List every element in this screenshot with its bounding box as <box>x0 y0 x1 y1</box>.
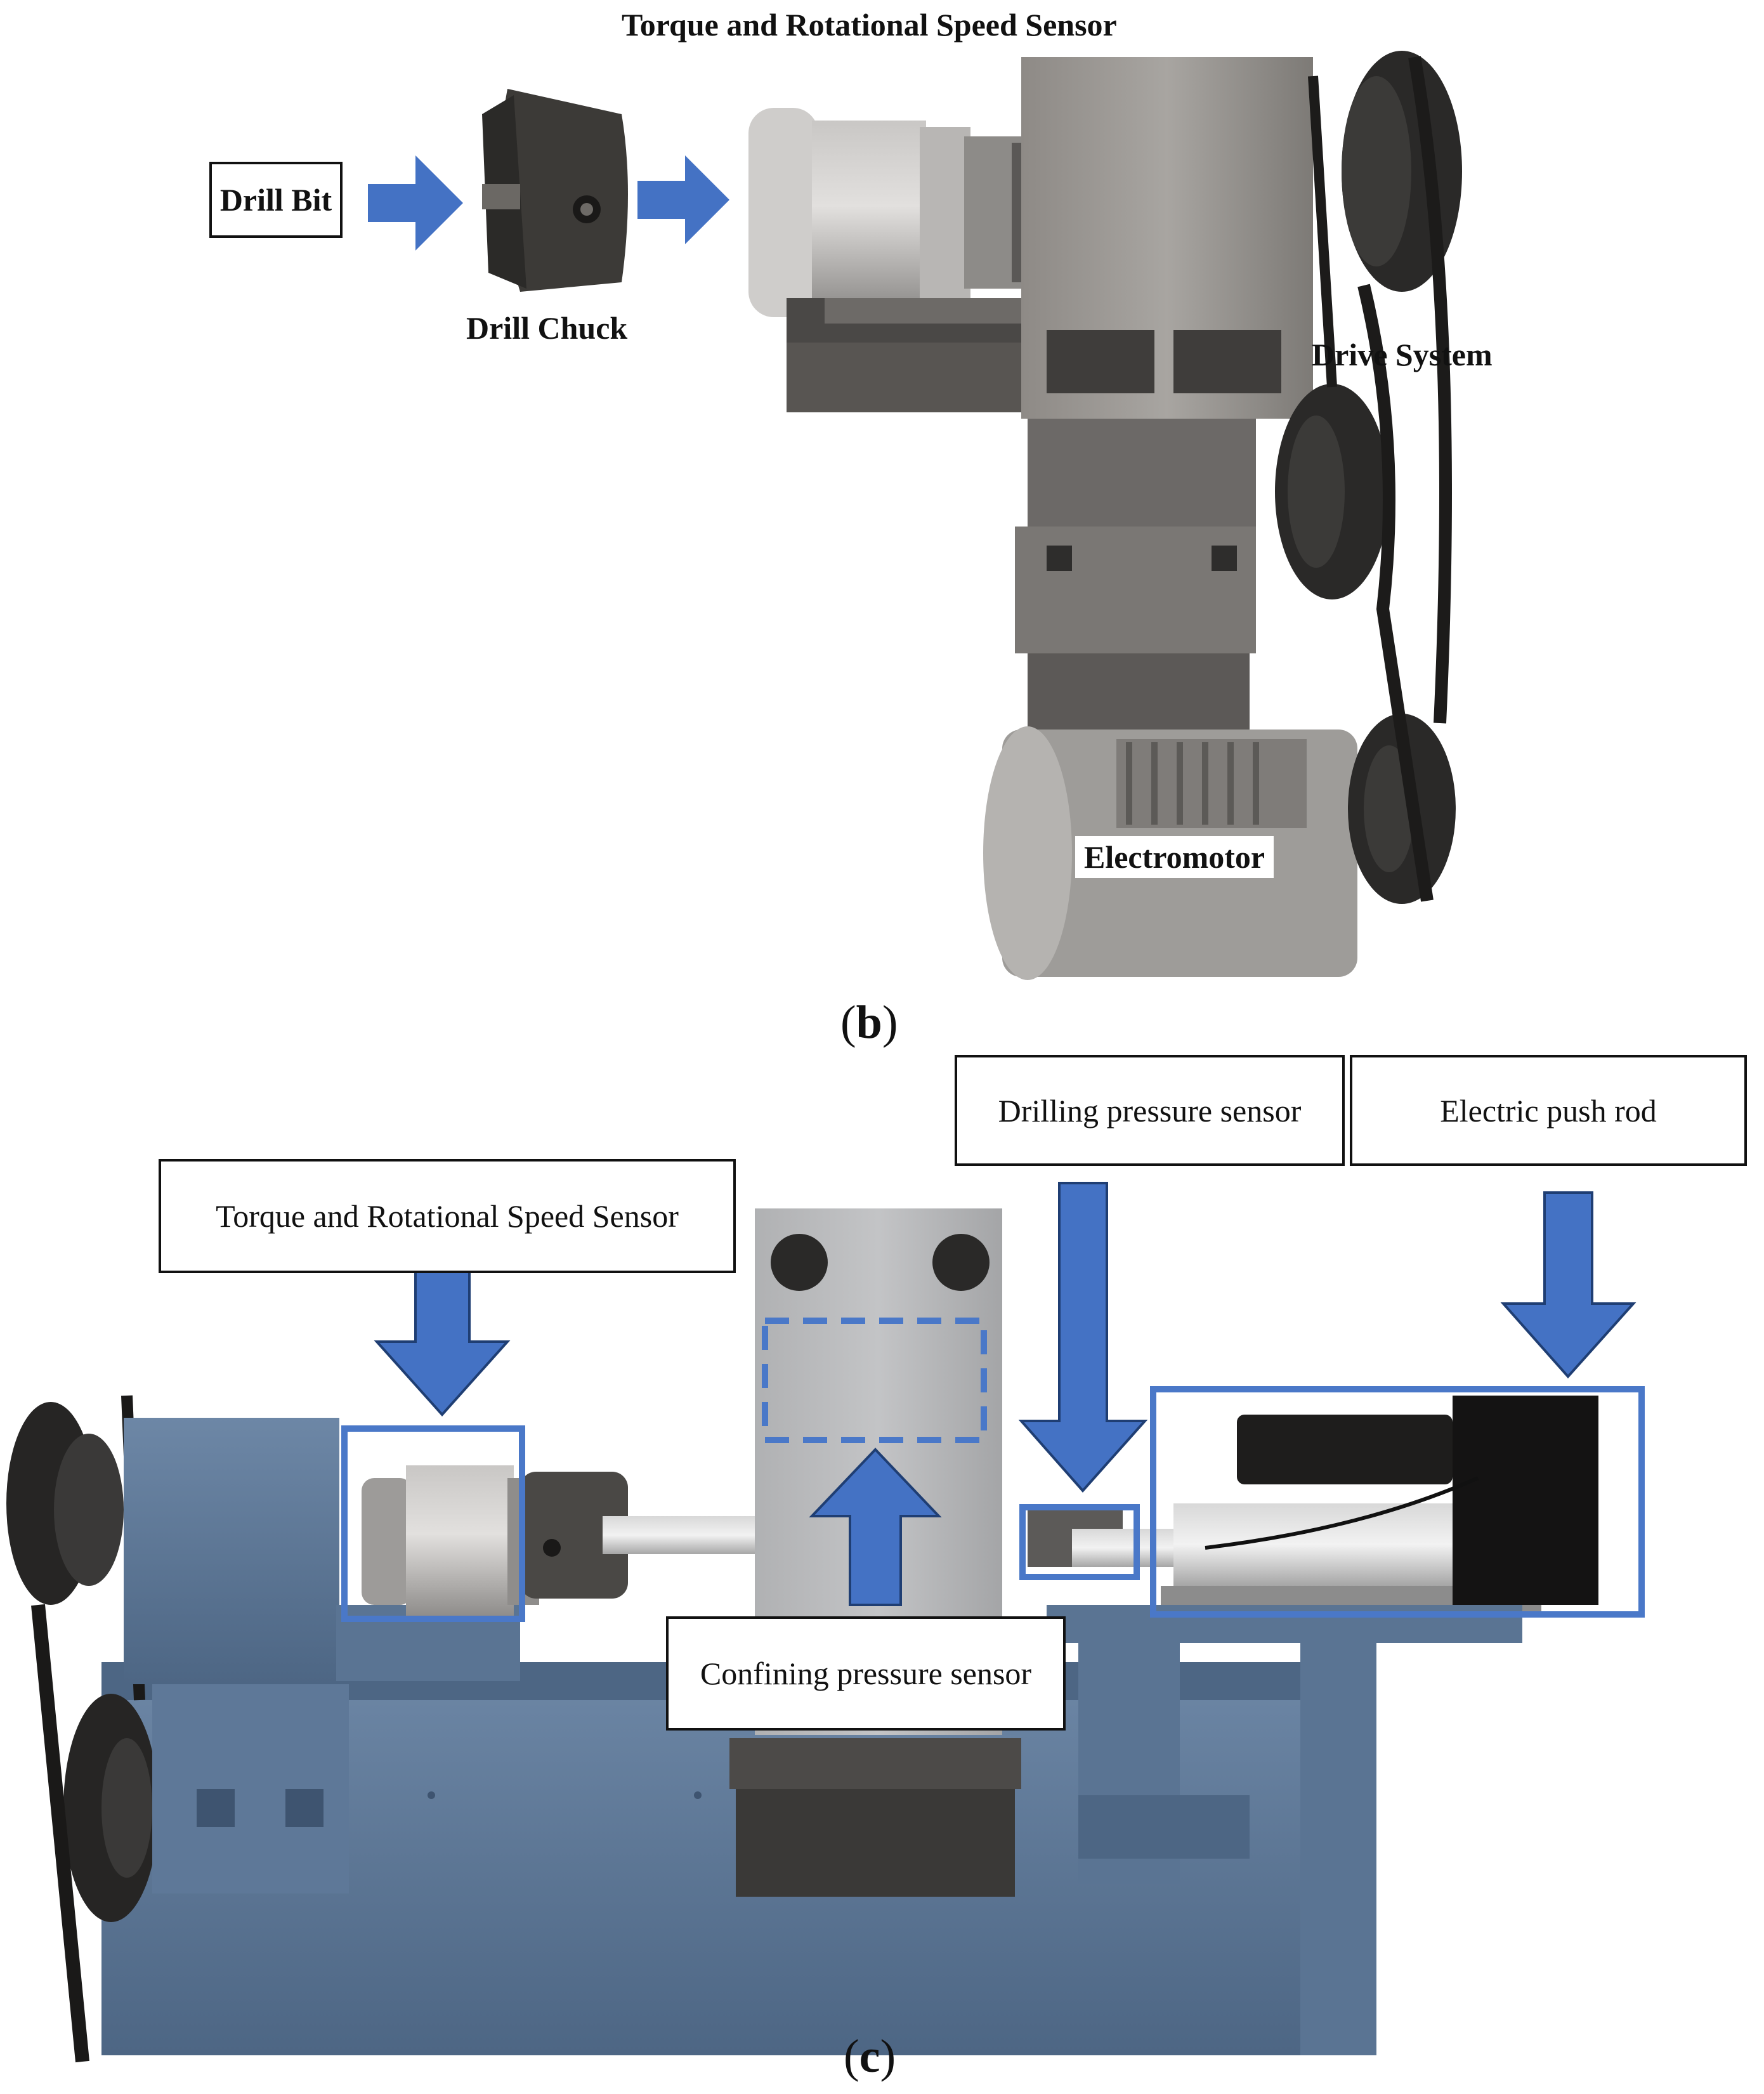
label-electric-push-rod: Electric push rod <box>1350 1055 1747 1166</box>
drilling-pressure-highlight-box <box>1019 1504 1140 1580</box>
panel-c-caption: (c) <box>844 2031 896 2083</box>
arrow-down-drilling <box>1018 1182 1148 1493</box>
label-drilling-pressure-sensor: Drilling pressure sensor <box>955 1055 1345 1166</box>
label-drill-chuck: Drill Chuck <box>466 310 628 346</box>
push-rod-highlight-box <box>1150 1386 1645 1618</box>
torque-sensor-image-c <box>362 1465 539 1618</box>
panel-b-caption: (b) <box>840 997 898 1049</box>
panel-c-arrows <box>374 1182 1637 1606</box>
gearbox-housing-b <box>1015 57 1313 730</box>
arrow-up-confining <box>809 1448 942 1606</box>
left-pulleys-c <box>6 1395 159 2063</box>
push-rod-assembly-c <box>1028 1396 1598 1611</box>
arrow-down-torque <box>374 1267 511 1417</box>
chuck-image-c <box>520 1472 755 1599</box>
headstock-c <box>124 1418 520 1894</box>
label-torque-sensor-b: Torque and Rotational Speed Sensor <box>622 7 1117 43</box>
arrow-right-1 <box>368 155 463 251</box>
torque-sensor-image-b <box>748 108 1031 317</box>
arrow-down-pushrod <box>1500 1191 1637 1379</box>
label-drill-bit: Drill Bit <box>209 162 343 238</box>
label-drive-system: Drive System <box>1312 337 1493 372</box>
panel-b-photo <box>482 51 1462 980</box>
drive-system-image <box>1275 51 1462 904</box>
label-confining-pressure-sensor: Confining pressure sensor <box>666 1616 1066 1731</box>
torque-sensor-highlight-box <box>341 1425 525 1622</box>
label-electromotor: Electromotor <box>1075 836 1274 878</box>
arrow-right-2 <box>637 155 729 244</box>
confining-sensor-dashed-region <box>762 1318 987 1443</box>
panel-b-arrows <box>368 155 729 251</box>
drill-chuck-image <box>482 89 628 292</box>
label-torque-sensor-c: Torque and Rotational Speed Sensor <box>159 1159 736 1273</box>
